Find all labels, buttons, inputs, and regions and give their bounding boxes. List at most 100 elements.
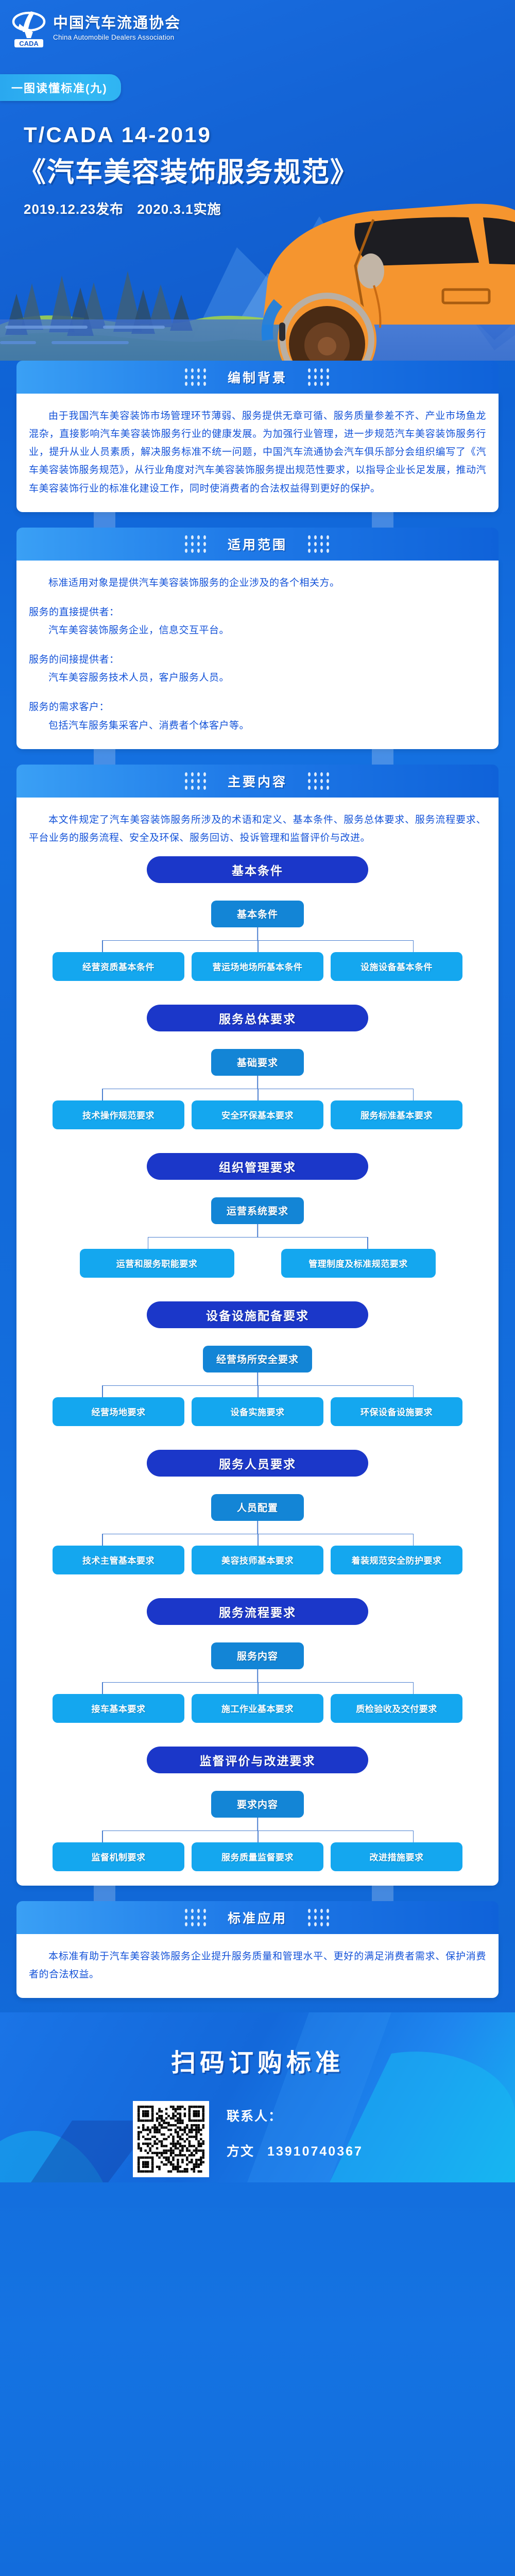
org-chart-container: 基本条件基本条件经营资质基本条件营运场地场所基本条件设施设备基本条件服务总体要求…	[29, 856, 486, 1871]
org-chart-leaf: 监督机制要求	[53, 1842, 184, 1871]
dot-grid-icon	[308, 1908, 330, 1926]
org-chart: 基本条件基本条件经营资质基本条件营运场地场所基本条件设施设备基本条件	[29, 856, 486, 981]
dot-grid-icon	[184, 772, 207, 790]
section-connector-ticks	[16, 512, 499, 528]
org-chart-leaf-row: 技术主管基本要求美容技师基本要求着装规范安全防护要求	[29, 1545, 486, 1574]
org-chart-spacer	[29, 1773, 486, 1791]
org-chart-spacer	[29, 1031, 486, 1049]
org-chart-leaf-row: 接车基本要求施工作业基本要求质检验收及交付要求	[29, 1693, 486, 1723]
org-chart-leaf: 改进措施要求	[331, 1842, 462, 1871]
svg-text:CADA: CADA	[19, 40, 39, 47]
org-chart-leaf-row: 运营和服务职能要求 管理制度及标准规范要求	[29, 1248, 486, 1278]
org-chart-mid-node: 服务内容	[211, 1642, 304, 1669]
dot-grid-icon	[184, 535, 207, 553]
org-chart-leaf: 设备实施要求	[192, 1397, 323, 1426]
org-chart-leaf: 质检验收及交付要求	[331, 1693, 462, 1723]
org-chart-spacer	[29, 1328, 486, 1346]
org-chart-connector	[29, 1520, 486, 1546]
org-chart-root: 服务总体要求	[147, 1004, 368, 1031]
section-background-body: 由于我国汽车美容装饰市场管理环节薄弱、服务提供无章可循、服务质量参差不齐、产业市…	[16, 394, 499, 512]
org-chart-connector	[29, 1224, 486, 1249]
standard-code: T/CADA 14-2019	[24, 123, 212, 147]
org-chart-mid-node: 基础要求	[211, 1048, 304, 1076]
org-chart-spacer	[29, 1625, 486, 1642]
cada-logo-icon: CADA	[12, 11, 46, 47]
org-chart-mid-node: 要求内容	[211, 1790, 304, 1818]
org-chart-leaf-row: 经营场地要求设备实施要求环保设备设施要求	[29, 1397, 486, 1426]
org-chart-leaf: 营运场地场所基本条件	[192, 952, 323, 981]
org-chart-spacer	[29, 883, 486, 901]
section-connector-ticks	[16, 1885, 499, 1901]
contact-block: 联系人： 方文 13910740367	[227, 2106, 363, 2160]
dot-grid-icon	[184, 368, 207, 386]
section-scope-body: 标准适用对象是提供汽车美容装饰服务的企业涉及的各个相关方。 服务的直接提供者： …	[16, 560, 499, 749]
org-chart-leaf: 着装规范安全防护要求	[331, 1545, 462, 1574]
section-application: 标准应用 本标准有助于汽车美容装饰服务企业提升服务质量和管理水平、更好的满足消费…	[16, 1901, 499, 1998]
section-main-content-header: 主要内容	[16, 764, 499, 798]
org-chart-leaf: 施工作业基本要求	[192, 1693, 323, 1723]
scope-group-label: 服务的需求客户：	[29, 702, 110, 713]
dot-grid-icon	[184, 1908, 207, 1926]
org-chart-mid-node: 人员配置	[211, 1494, 304, 1521]
org-chart-spacer	[29, 1477, 486, 1494]
section-application-header: 标准应用	[16, 1901, 499, 1934]
org-chart-root: 基本条件	[147, 856, 368, 883]
standard-dates: 2019.12.23发布 2020.3.1实施	[24, 199, 231, 218]
org-chart-connector	[29, 927, 486, 952]
org-chart-leaf: 管理制度及标准规范要求	[281, 1248, 436, 1278]
section-main-content-body: 本文件规定了汽车美容装饰服务所涉及的术语和定义、基本条件、服务总体要求、服务流程…	[16, 797, 499, 1886]
standard-title: 《汽车美容装饰服务规范》	[19, 157, 358, 188]
org-chart-mid-node: 基本条件	[211, 900, 304, 927]
series-ribbon: 一图读懂标准(九)	[0, 74, 121, 101]
org-chart-mid-node: 运营系统要求	[211, 1197, 304, 1224]
org-chart-leaf-row: 经营资质基本条件营运场地场所基本条件设施设备基本条件	[29, 952, 486, 981]
contact-label: 联系人：	[227, 2109, 283, 2124]
org-chart: 设备设施配备要求经营场所安全要求经营场地要求设备实施要求环保设备设施要求	[29, 1301, 486, 1426]
scope-group-value: 汽车美容装饰服务企业，信息交互平台。	[48, 624, 230, 636]
scope-group-value: 汽车美容服务技术人员，客户服务人员。	[48, 672, 230, 684]
org-chart-leaf: 设施设备基本条件	[331, 952, 462, 981]
org-chart-root: 设备设施配备要求	[147, 1301, 368, 1328]
section-main-content-title: 主要内容	[227, 774, 287, 789]
qr-code[interactable]	[133, 2101, 209, 2178]
section-scope: 适用范围 标准适用对象是提供汽车美容装饰服务的企业涉及的各个相关方。 服务的直接…	[16, 527, 499, 749]
dot-grid-icon	[308, 368, 330, 386]
org-chart-leaf-row: 技术操作规范要求安全环保基本要求服务标准基本要求	[29, 1100, 486, 1129]
dot-grid-icon	[308, 772, 330, 790]
scope-intro: 标准适用对象是提供汽车美容装饰服务的企业涉及的各个相关方。	[48, 577, 340, 588]
scope-group-label: 服务的间接提供者：	[29, 654, 119, 666]
org-chart-root: 服务流程要求	[147, 1598, 368, 1625]
section-connector-ticks	[16, 749, 499, 765]
org-chart-leaf: 服务标准基本要求	[331, 1100, 462, 1129]
org-chart-spacer	[29, 1180, 486, 1197]
effective-date: 2020.3.1实施	[137, 201, 221, 217]
org-chart-leaf: 技术操作规范要求	[53, 1100, 184, 1129]
org-chart-leaf: 经营资质基本条件	[53, 952, 184, 981]
section-scope-title: 适用范围	[227, 537, 287, 552]
contact-name: 方文	[227, 2144, 255, 2159]
main-content-intro: 本文件规定了汽车美容装饰服务所涉及的术语和定义、基本条件、服务总体要求、服务流程…	[29, 814, 486, 843]
org-chart-leaf: 运营和服务职能要求	[79, 1248, 234, 1278]
release-date: 2019.12.23发布	[24, 201, 124, 217]
org-chart: 服务总体要求基础要求技术操作规范要求安全环保基本要求服务标准基本要求	[29, 1004, 486, 1129]
footer-decoration	[0, 2012, 515, 2183]
section-background-title: 编制背景	[227, 371, 287, 385]
section-background-header: 编制背景	[16, 361, 499, 394]
org-chart-root: 组织管理要求	[147, 1153, 368, 1180]
org-chart-leaf: 环保设备设施要求	[331, 1397, 462, 1426]
scope-group-value: 包括汽车服务集采客户、消费者个体客户等。	[48, 720, 250, 731]
poster-header: CADA 中国汽车流通协会 China Automobile Dealers A…	[0, 0, 515, 361]
org-chart-connector	[29, 1075, 486, 1100]
org-chart-root: 服务人员要求	[147, 1449, 368, 1477]
footer-title: 扫码订购标准	[170, 2049, 345, 2077]
section-application-body: 本标准有助于汽车美容装饰服务企业提升服务质量和管理水平、更好的满足消费者需求、保…	[16, 1934, 499, 1998]
road-markings	[0, 326, 165, 344]
org-chart-leaf: 经营场地要求	[53, 1397, 184, 1426]
org-name-en: China Automobile Dealers Association	[53, 33, 175, 41]
dot-grid-icon	[308, 535, 330, 553]
section-main-content: 主要内容 本文件规定了汽车美容装饰服务所涉及的术语和定义、基本条件、服务总体要求…	[16, 764, 499, 1886]
contact-phone: 13910740367	[267, 2144, 363, 2159]
poster-footer: 扫码订购标准 联系人： 方文 13910740367	[0, 2012, 515, 2183]
org-chart-root: 监督评价与改进要求	[147, 1746, 368, 1773]
